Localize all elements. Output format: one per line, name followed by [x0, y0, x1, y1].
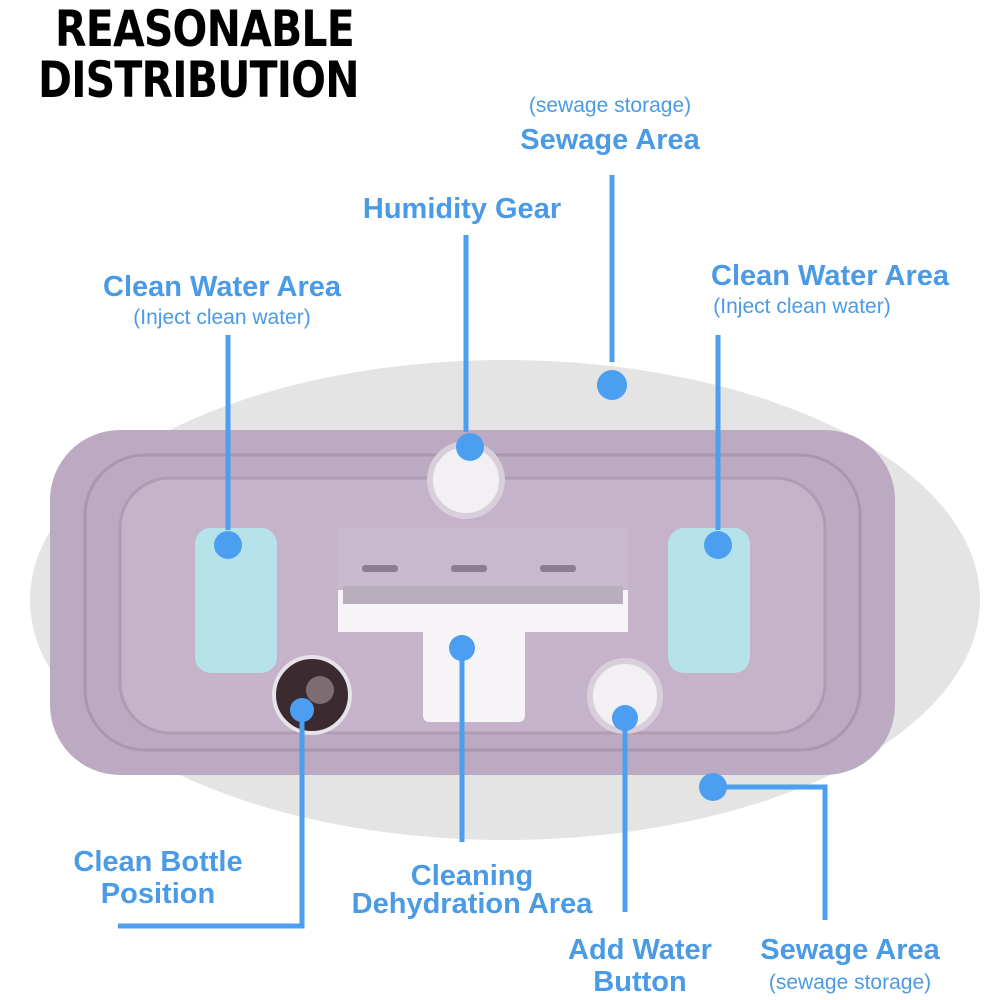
- sewage-top-sub: (sewage storage): [528, 94, 692, 117]
- sewage-top-label: Sewage Area: [520, 124, 700, 156]
- cleaning-tray: [338, 590, 628, 722]
- sewage-bottom-sub: (sewage storage): [768, 971, 932, 994]
- humidity-gear-label: Humidity Gear: [362, 193, 562, 225]
- clean-water-window-left: [195, 528, 277, 673]
- clean-water-left-sub: (Inject clean water): [133, 306, 311, 329]
- add-water-label-2: Button: [593, 966, 687, 998]
- clean-water-right-sub: (Inject clean water): [713, 295, 891, 318]
- clean-bottle-label-1: Clean Bottle: [73, 846, 243, 878]
- clean-water-window-right: [668, 528, 750, 673]
- leader-lines: [118, 175, 828, 929]
- add-water-label-1: Add Water: [568, 934, 712, 966]
- sewage-bottom-label: Sewage Area: [760, 934, 940, 966]
- cleaning-label-2: Dehydration Area: [351, 888, 593, 920]
- clean-water-right-label: Clean Water Area: [711, 260, 949, 292]
- clean-water-left-label: Clean Water Area: [103, 271, 341, 303]
- title-line-1: REASONABLE: [55, 0, 355, 58]
- clean-bottle-label-2: Position: [100, 878, 216, 910]
- title-line-2: DISTRIBUTION: [38, 51, 360, 109]
- cleaning-label-1: Cleaning: [410, 860, 534, 892]
- callout-dots: [214, 370, 732, 801]
